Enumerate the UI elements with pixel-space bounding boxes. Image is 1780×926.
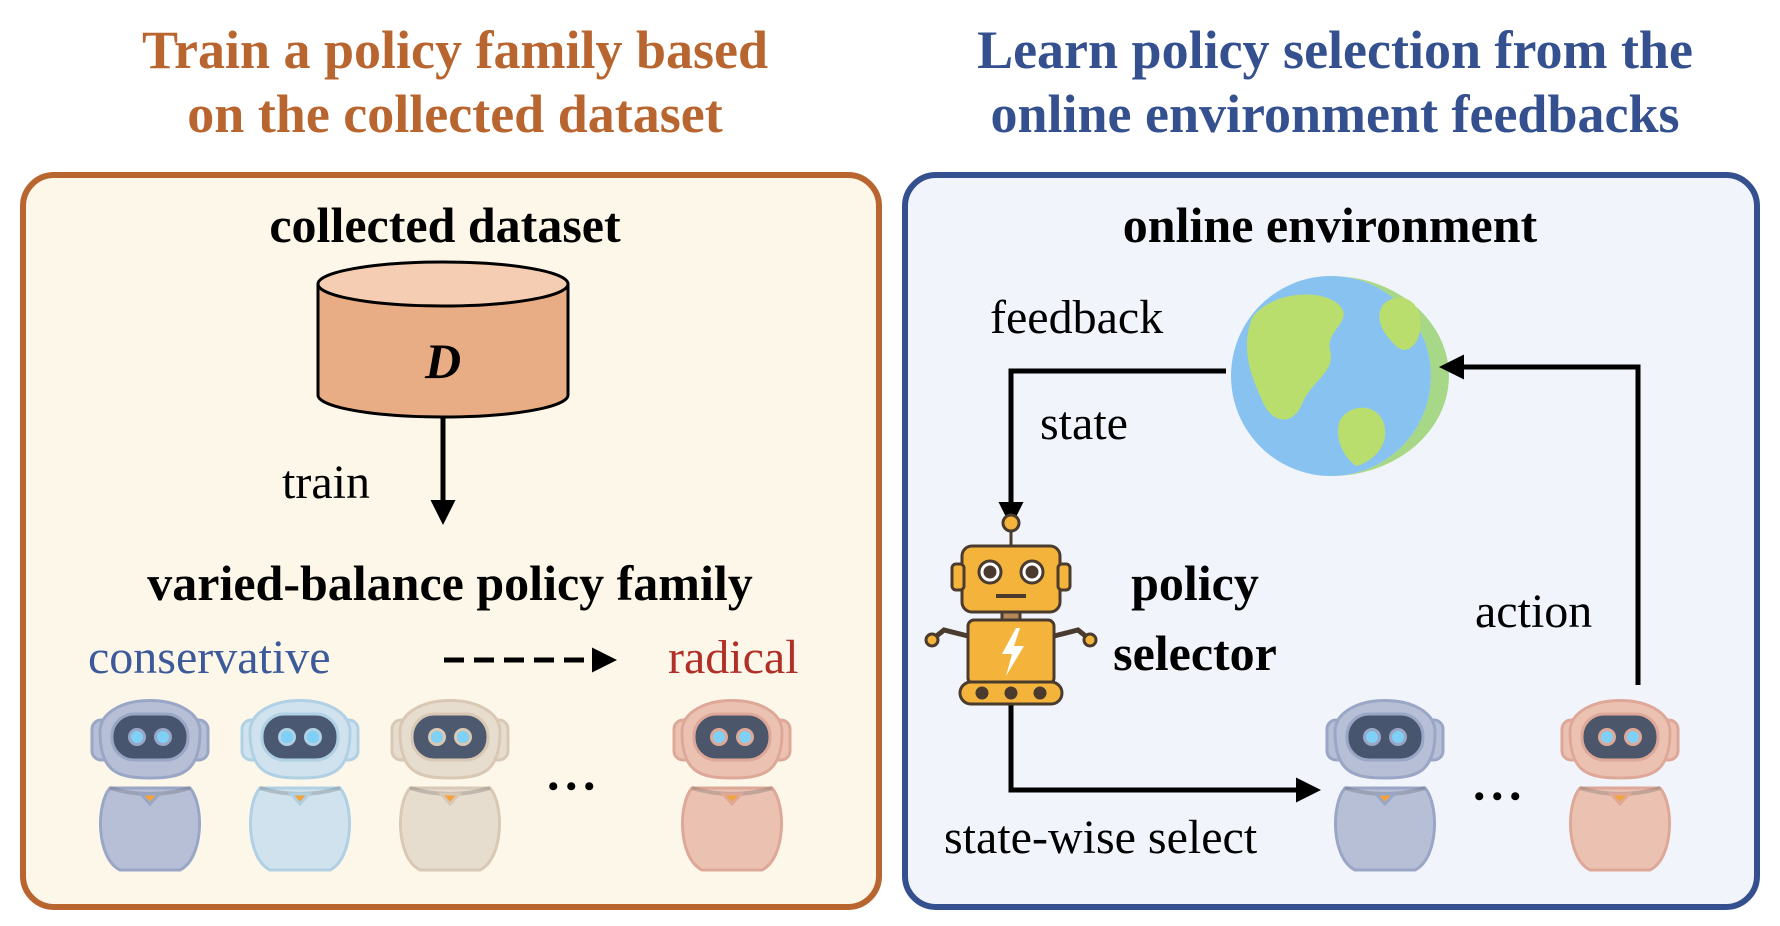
left-title-line-1: Train a policy family based bbox=[141, 20, 769, 80]
globe-icon bbox=[1231, 276, 1449, 476]
state-wise-select-arrow bbox=[1008, 688, 1321, 803]
robot-mild-conservative-icon bbox=[240, 698, 360, 872]
action-arrow bbox=[1439, 354, 1641, 685]
state-wise-select-label: state-wise select bbox=[944, 811, 1258, 864]
policy-selector-line-2: selector bbox=[1113, 625, 1277, 681]
robot-mild-radical-icon bbox=[390, 698, 510, 872]
policy-selector-label: policy selector bbox=[1095, 548, 1295, 688]
state-label: state bbox=[1040, 397, 1128, 450]
policy-selector-robot-icon bbox=[924, 513, 1098, 706]
left-title-line-2: on the collected dataset bbox=[187, 84, 723, 144]
dataset-symbol: D bbox=[424, 333, 462, 389]
train-label: train bbox=[282, 456, 370, 509]
left-ellipsis: • • • bbox=[548, 770, 595, 803]
radical-label: radical bbox=[668, 631, 799, 684]
feedback-label: feedback bbox=[990, 291, 1164, 344]
policy-family-heading: varied-balance policy family bbox=[147, 555, 753, 611]
right-title-line-1: Learn policy selection from the bbox=[977, 20, 1693, 80]
robot-radical-icon bbox=[672, 698, 792, 872]
policy-selector-line-1: policy bbox=[1131, 555, 1259, 611]
robot-policy-radical-icon bbox=[1560, 698, 1680, 872]
robot-policy-conservative-icon bbox=[1325, 698, 1445, 872]
online-environment-heading: online environment bbox=[1122, 197, 1538, 253]
right-title: Learn policy selection from the online e… bbox=[900, 18, 1770, 146]
state-feedback-arrow bbox=[998, 368, 1226, 527]
right-title-line-2: online environment feedbacks bbox=[990, 84, 1680, 144]
action-label: action bbox=[1475, 585, 1593, 638]
right-ellipsis: • • • bbox=[1474, 780, 1521, 813]
dataset-cylinder-icon bbox=[316, 260, 570, 419]
left-title: Train a policy family based on the colle… bbox=[20, 18, 890, 146]
collected-dataset-heading: collected dataset bbox=[269, 197, 621, 253]
conservative-label: conservative bbox=[88, 631, 331, 684]
robot-conservative-icon bbox=[90, 698, 210, 872]
